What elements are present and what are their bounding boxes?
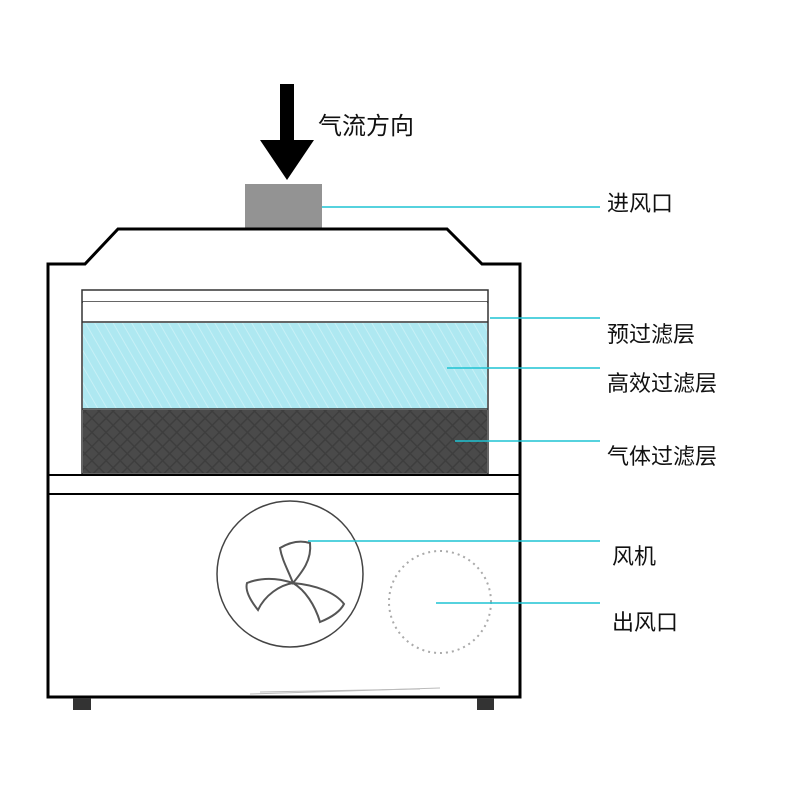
airflow-arrow-icon: [260, 84, 314, 180]
gas-filter-layer: [83, 410, 487, 473]
outlet-label: 出风口: [612, 611, 679, 636]
leader-lines: [308, 206, 600, 604]
foot-right: [477, 698, 494, 710]
air-outlet: [388, 550, 492, 654]
hepa-filter-label: 高效过滤层: [607, 372, 718, 397]
airflow-direction-label: 气流方向: [318, 112, 414, 140]
pre-filter-layer: [83, 302, 487, 322]
air-inlet: [245, 184, 322, 228]
gas-filter-label: 气体过滤层: [607, 445, 718, 470]
foot-left: [73, 698, 91, 710]
inlet-label: 进风口: [607, 192, 674, 217]
fan-label: 风机: [612, 545, 657, 570]
hepa-filter-layer: [83, 323, 487, 409]
fan-icon: [216, 500, 364, 648]
pre-filter-label: 预过滤层: [607, 323, 696, 348]
